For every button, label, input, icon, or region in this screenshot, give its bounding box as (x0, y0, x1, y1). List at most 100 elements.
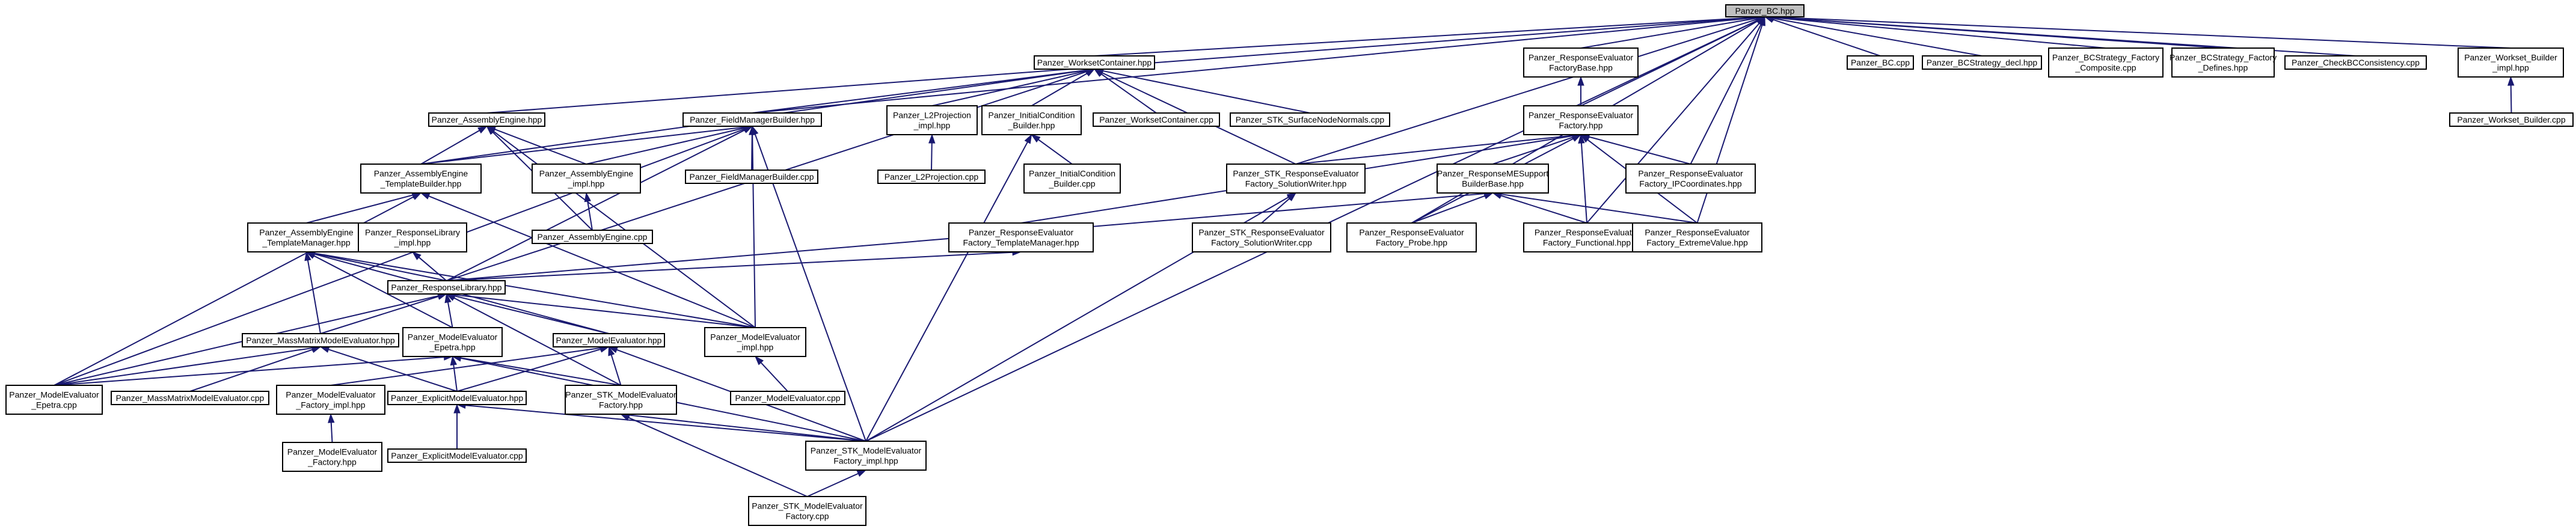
edge-arrowhead (2507, 76, 2515, 86)
node-box (685, 170, 818, 184)
file-node-fmb-cpp[interactable]: Panzer_FieldManagerBuilder.cpp (685, 170, 818, 184)
node-box (730, 391, 845, 405)
file-node-mee-cpp[interactable]: Panzer_ModelEvaluator_Epetra.cpp (5, 385, 103, 415)
dependency-edge (453, 364, 458, 392)
file-node-ref-probe[interactable]: Panzer_ResponseEvaluatorFactory_Probe.hp… (1346, 222, 1477, 252)
file-node-l2p-impl[interactable]: Panzer_L2Projection_impl.hpp (886, 105, 978, 135)
file-node-ref-ipc[interactable]: Panzer_ResponseEvaluatorFactory_IPCoordi… (1625, 164, 1756, 194)
node-label: Panzer_BC.cpp (1851, 58, 1910, 67)
file-node-rl-impl[interactable]: Panzer_ResponseLibrary_impl.hpp (358, 222, 467, 252)
file-node-ae-impl[interactable]: Panzer_AssemblyEngine_impl.hpp (532, 164, 641, 194)
file-node-bc-cpp[interactable]: Panzer_BC.cpp (1847, 55, 1914, 70)
node-label: Factory_IPCoordinates.hpp (1639, 179, 1742, 189)
file-node-bcsf-def[interactable]: Panzer_BCStrategy_Factory_Defines.hpp (2170, 47, 2277, 78)
node-label: Panzer_ModelEvaluator (710, 332, 800, 342)
node-box (1192, 222, 1331, 252)
file-node-aetm-hpp[interactable]: Panzer_AssemblyEngine_TemplateManager.hp… (247, 222, 366, 252)
file-node-fmb-hpp[interactable]: Panzer_FieldManagerBuilder.hpp (682, 112, 822, 127)
dependency-edge (314, 252, 447, 281)
node-box (1346, 222, 1477, 252)
edge-arrowhead (328, 413, 335, 423)
file-node-bcs-decl[interactable]: Panzer_BCStrategy_decl.hpp (1922, 55, 2042, 70)
file-node-checkbc[interactable]: Panzer_CheckBCConsistency.cpp (2284, 55, 2427, 70)
file-node-stk-refsw[interactable]: Panzer_STK_ResponseEvaluatorFactory_Solu… (1226, 164, 1366, 194)
file-node-mmme-cpp[interactable]: Panzer_MassMatrixModelEvaluator.cpp (111, 391, 269, 405)
file-node-mmme-hpp[interactable]: Panzer_MassMatrixModelEvaluator.hpp (242, 333, 399, 347)
node-label: Panzer_ModelEvaluator (287, 447, 378, 457)
node-box (532, 230, 653, 244)
node-box (276, 385, 385, 415)
dependency-edge (752, 69, 1087, 114)
file-node-wsc-cpp[interactable]: Panzer_WorksetContainer.cpp (1093, 112, 1220, 127)
file-node-me-impl[interactable]: Panzer_ModelEvaluator_impl.hpp (704, 327, 806, 357)
node-label: Panzer_CheckBCConsistency.cpp (2292, 58, 2420, 67)
dependency-edge (752, 17, 1757, 114)
node-box (387, 280, 506, 295)
node-label: Panzer_BCStrategy_decl.hpp (1927, 58, 2038, 67)
edge-arrowhead (754, 355, 764, 365)
dependency-edge (587, 201, 593, 231)
node-label: Panzer_Workset_Builder (2464, 53, 2557, 63)
file-node-ref-ev[interactable]: Panzer_ResponseEvaluatorFactory_ExtremeV… (1632, 222, 1762, 252)
node-label: Panzer_ExplicitModelEvaluator.cpp (391, 451, 523, 460)
file-node-me-hpp[interactable]: Panzer_ModelEvaluator.hpp (553, 333, 665, 347)
file-node-ref-func[interactable]: Panzer_ResponseEvaluatorFactory_Function… (1523, 222, 1651, 252)
file-node-wsb-cpp[interactable]: Panzer_Workset_Builder.cpp (2449, 112, 2574, 127)
node-label: _Builder.hpp (1008, 121, 1055, 130)
dependency-edge (931, 70, 1087, 106)
file-node-stk-refsw-cpp[interactable]: Panzer_STK_ResponseEvaluatorFactory_Solu… (1192, 222, 1331, 252)
file-node-mef-impl[interactable]: Panzer_ModelEvaluator_Factory_impl.hpp (276, 385, 385, 415)
edge-arrowhead (477, 126, 488, 134)
dependency-edge (465, 405, 866, 442)
node-label: Panzer_ModelEvaluator (408, 332, 498, 342)
dependency-edge (1102, 70, 1310, 114)
file-node-bc-hpp[interactable]: Panzer_BC.hpp (1725, 4, 1805, 17)
node-label: Panzer_ModelEvaluator (286, 390, 376, 400)
dependency-edge (1295, 19, 1757, 165)
dependency-edge (1589, 136, 1691, 165)
node-box (948, 222, 1094, 252)
file-node-l2p-cpp[interactable]: Panzer_L2Projection.cpp (877, 170, 986, 184)
node-label: Panzer_FieldManagerBuilder.hpp (690, 115, 815, 124)
file-node-eme-cpp[interactable]: Panzer_ExplicitModelEvaluator.cpp (387, 448, 527, 463)
edge-arrowhead (1571, 134, 1582, 142)
dependency-edge (494, 129, 587, 165)
node-label: Panzer_ResponseEvaluator (1529, 53, 1634, 63)
dependency-edge (1690, 24, 1762, 165)
file-node-ae-hpp[interactable]: Panzer_AssemblyEngine.hpp (428, 112, 545, 127)
edge-arrowhead (752, 125, 759, 136)
edge-arrowhead (608, 346, 615, 356)
file-node-icb-hpp[interactable]: Panzer_InitialCondition_Builder.hpp (981, 105, 1082, 135)
file-node-stk-mef-impl[interactable]: Panzer_STK_ModelEvaluatorFactory_impl.hp… (805, 441, 927, 471)
node-box (1523, 105, 1639, 135)
file-node-mee-hpp[interactable]: Panzer_ModelEvaluator_Epetra.hpp (402, 327, 503, 357)
node-box (1632, 222, 1762, 252)
node-label: _impl.hpp (394, 238, 431, 248)
file-node-ae-cpp[interactable]: Panzer_AssemblyEngine.cpp (532, 230, 653, 244)
node-box (2458, 47, 2564, 78)
file-node-mef-hpp[interactable]: Panzer_ModelEvaluator_Factory.hpp (282, 442, 382, 472)
dependency-edge (455, 294, 756, 328)
node-label: Panzer_ResponseLibrary.hpp (391, 283, 501, 292)
file-node-me-cpp[interactable]: Panzer_ModelEvaluator.cpp (730, 391, 845, 405)
node-box (2284, 55, 2427, 70)
file-node-stk-snn[interactable]: Panzer_STK_SurfaceNodeNormals.cpp (1230, 112, 1390, 127)
file-node-icb-cpp[interactable]: Panzer_InitialCondition_Builder.cpp (1023, 164, 1121, 194)
node-label: Panzer_MassMatrixModelEvaluator.hpp (246, 335, 395, 345)
file-node-rl-hpp[interactable]: Panzer_ResponseLibrary.hpp (387, 280, 506, 295)
file-node-reftm-hpp[interactable]: Panzer_ResponseEvaluatorFactory_Template… (948, 222, 1094, 252)
file-node-bcsf-comp[interactable]: Panzer_BCStrategy_Factory_Composite.cpp (2048, 47, 2164, 78)
dependency-edge (428, 195, 756, 328)
file-node-eme-hpp[interactable]: Panzer_ExplicitModelEvaluator.hpp (387, 391, 527, 405)
node-label: Factory.cpp (785, 512, 829, 521)
file-node-wsb-impl[interactable]: Panzer_Workset_Builder_impl.hpp (2458, 47, 2564, 78)
file-node-aetb-hpp[interactable]: Panzer_AssemblyEngine_TemplateBuilder.hp… (360, 164, 482, 194)
dependency-edge (419, 257, 447, 281)
file-node-wsc-hpp[interactable]: Panzer_WorksetContainer.hpp (1034, 55, 1155, 70)
dependency-edge (447, 302, 453, 328)
